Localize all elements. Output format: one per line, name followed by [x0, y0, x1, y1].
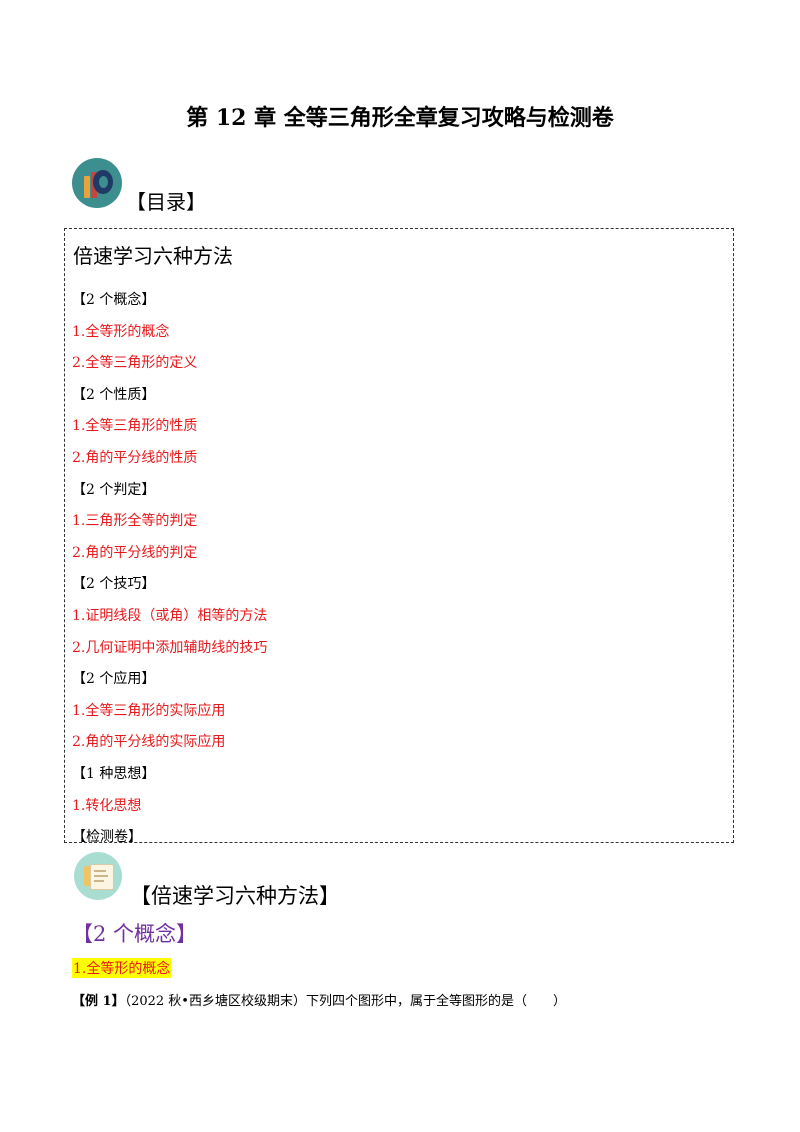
- toc-category: 【检测卷】: [72, 829, 142, 846]
- toc-box-title: 倍速学习六种方法: [73, 244, 233, 268]
- toc-item: 2.角的平分线的性质: [72, 450, 198, 466]
- toc-item: 2.角的平分线的实际应用: [72, 734, 226, 751]
- toc-category: 【1 种思想】: [72, 766, 156, 782]
- toc-item: 2.几何证明中添加辅助线的技巧: [72, 639, 268, 656]
- toc-item: 2.全等三角形的定义: [72, 355, 198, 372]
- toc-category: 【2 个判定】: [72, 481, 156, 498]
- toc-category: 【2 个技巧】: [72, 576, 156, 593]
- toc-item: 1.三角形全等的判定: [72, 513, 198, 530]
- toc-category: 【2 个性质】: [72, 386, 156, 403]
- section-heading: 【倍速学习六种方法】: [130, 884, 340, 908]
- highlighted-topic: 1.全等形的概念: [72, 958, 172, 978]
- toc-item: 1.证明线段（或角）相等的方法: [72, 608, 268, 624]
- toc-item: 2.角的平分线的判定: [72, 544, 198, 561]
- example-label: 【例 1】: [72, 994, 125, 1009]
- papers-icon: [74, 852, 122, 900]
- toc-item: 1.全等形的概念: [72, 323, 170, 340]
- concept-heading: 【2 个概念】: [72, 922, 198, 946]
- example-1: 【例 1】（2022 秋•西乡塘区校级期末）下列四个图形中，属于全等图形的是（ …: [72, 990, 566, 1009]
- toc-heading: 【目录】: [126, 190, 206, 214]
- example-text: （2022 秋•西乡塘区校级期末）下列四个图形中，属于全等图形的是（ ）: [124, 994, 566, 1009]
- toc-item: 1.转化思想: [72, 797, 142, 814]
- document-title: 第 12 章 全等三角形全章复习攻略与检测卷: [186, 105, 614, 131]
- toc-item: 1.全等三角形的性质: [72, 418, 198, 435]
- toc-category: 【2 个概念】: [72, 292, 156, 308]
- books-icon: [72, 158, 122, 208]
- toc-category: 【2 个应用】: [72, 671, 156, 688]
- toc-item: 1.全等三角形的实际应用: [72, 702, 226, 719]
- toc-box: [64, 228, 734, 843]
